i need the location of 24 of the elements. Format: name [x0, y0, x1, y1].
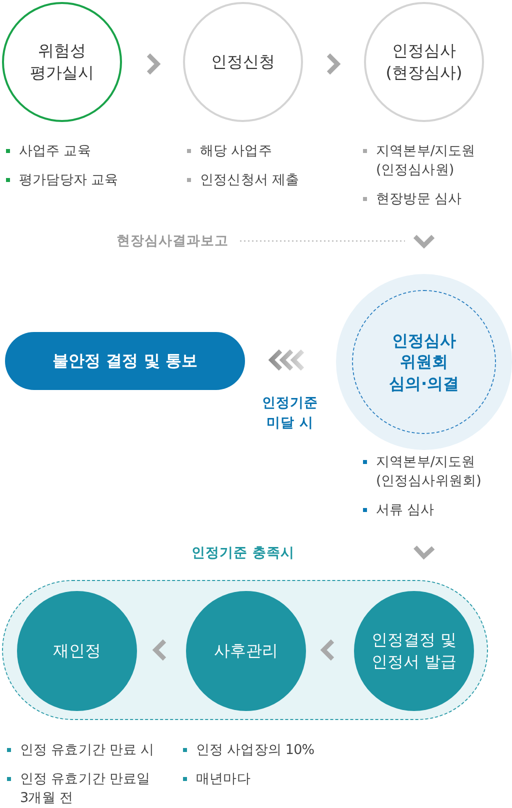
bullet-item: 현장방문 심사	[362, 190, 512, 209]
node-label: 재인정	[52, 640, 101, 662]
node-label: 불안정 결정 및 통보	[52, 350, 198, 372]
node-label: 인정심사 (현장심사)	[384, 40, 464, 84]
chevron-arrow	[268, 348, 305, 372]
bullet-item: 서류 심사	[362, 501, 512, 520]
node-label: 인정심사 위원회 심의·의결	[388, 330, 460, 394]
chevron-arrow	[414, 546, 435, 560]
bullet-item: 매년마다	[182, 770, 342, 789]
chevron-arrow	[413, 234, 435, 249]
bullet-item: 인정 유효기간 만료 시	[6, 741, 176, 760]
node-label: 사후관리	[214, 640, 278, 662]
chevron-arrow	[326, 53, 341, 75]
bullet-item: 인정 사업장의 10%	[182, 741, 342, 760]
chevron-arrow	[152, 639, 166, 661]
bullet-item: 사업주 교육	[5, 142, 185, 161]
node-label: 인정신청	[210, 51, 275, 73]
node-label: 위험성 평가실시	[28, 40, 95, 84]
node-label: 인정결정 및 인정서 발급	[370, 629, 458, 673]
chevron-arrow	[146, 53, 161, 75]
bullet-item: 인정 유효기간 만료일 3개월 전	[6, 770, 176, 808]
bullet-item: 지역본부/지도원 (인정심사위원회)	[362, 453, 512, 491]
chevron-arrow	[320, 639, 334, 661]
bullet-item: 평가담당자 교육	[5, 171, 185, 190]
